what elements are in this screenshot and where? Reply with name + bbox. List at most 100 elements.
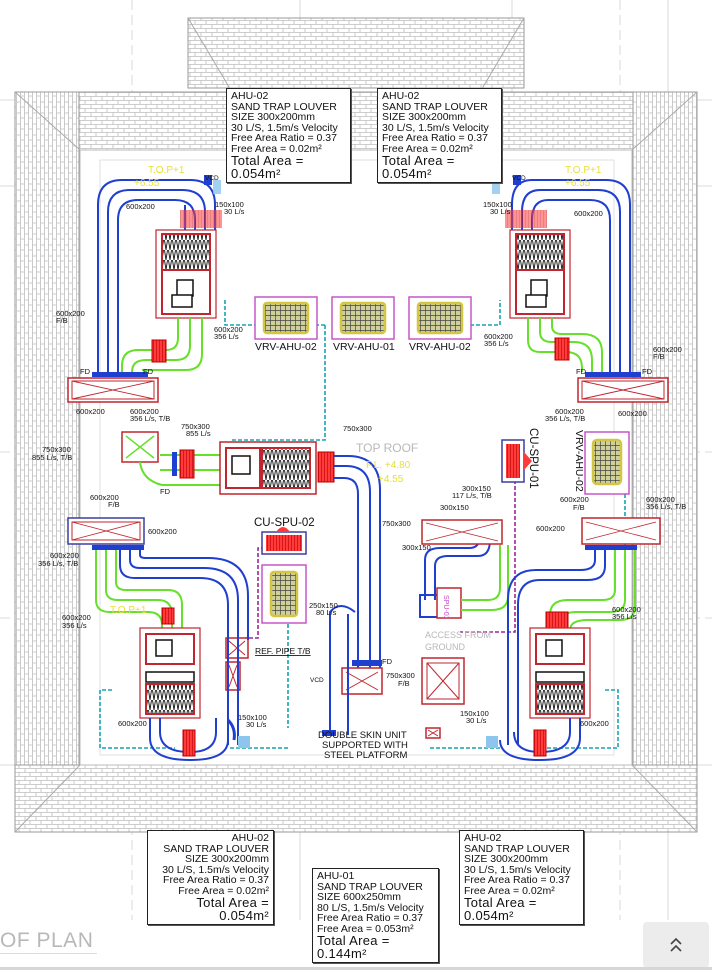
top-elevation-value: +6.55 [134,178,160,189]
note-line: Free Area = 0.02m² [382,142,473,155]
duct-label: 300x150 [440,503,469,512]
fd-label: FD [160,487,171,496]
note-total-value: 0.054m² [382,166,432,181]
note-line: Free Area Ratio = 0.37 [464,874,570,886]
label-vrv-ahu-02-vertical: VRV-AHU-02 [573,430,585,492]
spu-01 [419,519,509,705]
label-vrv-ahu-02-right: VRV-AHU-02 [409,341,471,353]
note-total-label: Total Area = [464,895,537,910]
note-line: Free Area Ratio = 0.37 [317,912,423,924]
duct-label: 600x200 [653,345,682,354]
note-line: Free Area = 0.02m² [231,142,322,155]
duct-label: 30 L/s [224,207,245,216]
duct-label: 600x200 [130,407,159,416]
duct-label: 600x200 [536,524,565,533]
duct-label: 600x200 [560,495,589,504]
note-line: SAND TRAP LOUVER [464,842,570,855]
note-total-value: 0.054m² [464,908,514,923]
duct-label: 30 L/s [490,207,511,216]
note-total-label: Total Area = [231,153,304,168]
note-line: 80 L/S, 1.5m/s Velocity [317,901,424,914]
vcd-label: VCD [512,175,526,182]
duct-label: 750x300 [343,424,372,433]
double-skin-label-3: STEEL PLATFORM [324,750,407,761]
label-cu-spu-02: CU-SPU-02 [254,517,315,529]
top-elevation-label-bl: T.O.P+1 [110,605,147,616]
duct-label: 600x200 [56,309,85,318]
duct-label: F/B [398,679,410,688]
equipment-labels: VRV-AHU-02 VRV-AHU-01 VRV-AHU-02 CU-SPU-… [254,341,585,620]
access-label-2: GROUND [425,642,465,652]
duct-label: 150x100 [483,200,512,209]
duct-label: 150x100 [215,200,244,209]
duct-label: 80 L/s [316,608,337,617]
top-elevation-value-right: +6.55 [565,178,591,189]
ahu-01-central [121,431,383,736]
label-vrv-ahu-01: VRV-AHU-01 [333,341,395,353]
annotation-labels: TOP ROOF F.L. +4.80 +4.55 ACCESS FROM GR… [80,165,653,761]
duct-label: 855 L/s [186,429,211,438]
vrv-units-row [254,296,472,340]
duct-label: 600x200 [62,613,91,622]
note-line: Free Area = 0.02m² [464,884,555,897]
top-elevation-label-right: T.O.P+1 [565,165,602,176]
vcd-label: VCD [310,677,324,684]
louver-note-top-right: AHU-02 SAND TRAP LOUVER SIZE 300x200mm 3… [377,88,502,183]
scroll-to-top-button[interactable] [643,922,709,968]
duct-label: 600x200 [484,332,513,341]
duct-label: 356 L/s, T/B [38,559,78,568]
duct-label: 855 L/s, T/B [32,453,72,462]
duct-label: 600x200 [214,325,243,334]
plan-title: OF PLAN [0,929,98,954]
note-total-label: Total Area = [317,933,390,948]
duct-label: 600x200 [646,495,675,504]
fd-label: FD [642,367,653,376]
note-line: 30 L/S, 1.5m/s Velocity [162,863,269,876]
duct-label: 150x100 [238,713,267,722]
duct-label: 356 L/s, T/B [545,414,585,423]
note-line: 30 L/S, 1.5m/s Velocity [464,863,571,876]
vrv-unit-center-left [261,564,307,624]
duct-label: 300x150 [462,484,491,493]
note-line: Free Area Ratio = 0.37 [382,132,488,144]
note-line: SAND TRAP LOUVER [163,842,269,855]
note-line: Free Area = 0.02m² [178,884,269,897]
note-line: AHU-02 [231,90,269,102]
duct-label: 750x300 [386,671,415,680]
top-roof-label: TOP ROOF [356,441,418,455]
duct-label: F/B [108,500,120,509]
access-label-1: ACCESS FROM [425,630,491,640]
duct-label: 600x200 [148,527,177,536]
note-total-label: Total Area = [382,153,455,168]
louver-note-bottom-right: AHU-02 SAND TRAP LOUVER SIZE 300x200mm 3… [459,830,584,925]
note-line: SAND TRAP LOUVER [231,100,337,113]
duct-label: 150x100 [460,709,489,718]
cu-spu-02 [261,527,307,555]
louver-note-bottom-left: AHU-02 SAND TRAP LOUVER SIZE 300x200mm 3… [147,830,274,925]
note-line: Free Area = 0.053m² [317,922,414,935]
duct-label: 600x200 [580,719,609,728]
fd-label: FD [576,367,587,376]
note-line: Free Area Ratio = 0.37 [231,132,337,144]
duct-size-labels: 600x200 600x200 150x100 30 L/s 150x100 3… [32,200,686,729]
note-line: SAND TRAP LOUVER [317,880,423,893]
note-line: AHU-02 [464,832,502,844]
note-total-value: 0.054m² [231,166,281,181]
duct-label: 600x200 [118,719,147,728]
duct-label: 30 L/s [246,720,267,729]
duct-label: 356 L/s [214,332,239,341]
note-line: 30 L/S, 1.5m/s Velocity [231,121,338,134]
note-line: AHU-01 [317,870,355,882]
duct-label: 750x300 [382,519,411,528]
duct-label: 356 L/s [62,621,87,630]
duct-label: 117 L/s, T/B [452,491,492,500]
duct-label: 600x200 [126,202,155,211]
duct-label: 300x150 [402,543,431,552]
floor-level-label-2: +4.55 [378,474,404,485]
note-line: AHU-02 [382,90,420,102]
label-spu-01: SPU-01 [442,595,449,620]
duct-label: 600x200 [50,551,79,560]
note-total-label: Total Area = [196,895,269,910]
double-chevron-up-icon [670,937,682,952]
